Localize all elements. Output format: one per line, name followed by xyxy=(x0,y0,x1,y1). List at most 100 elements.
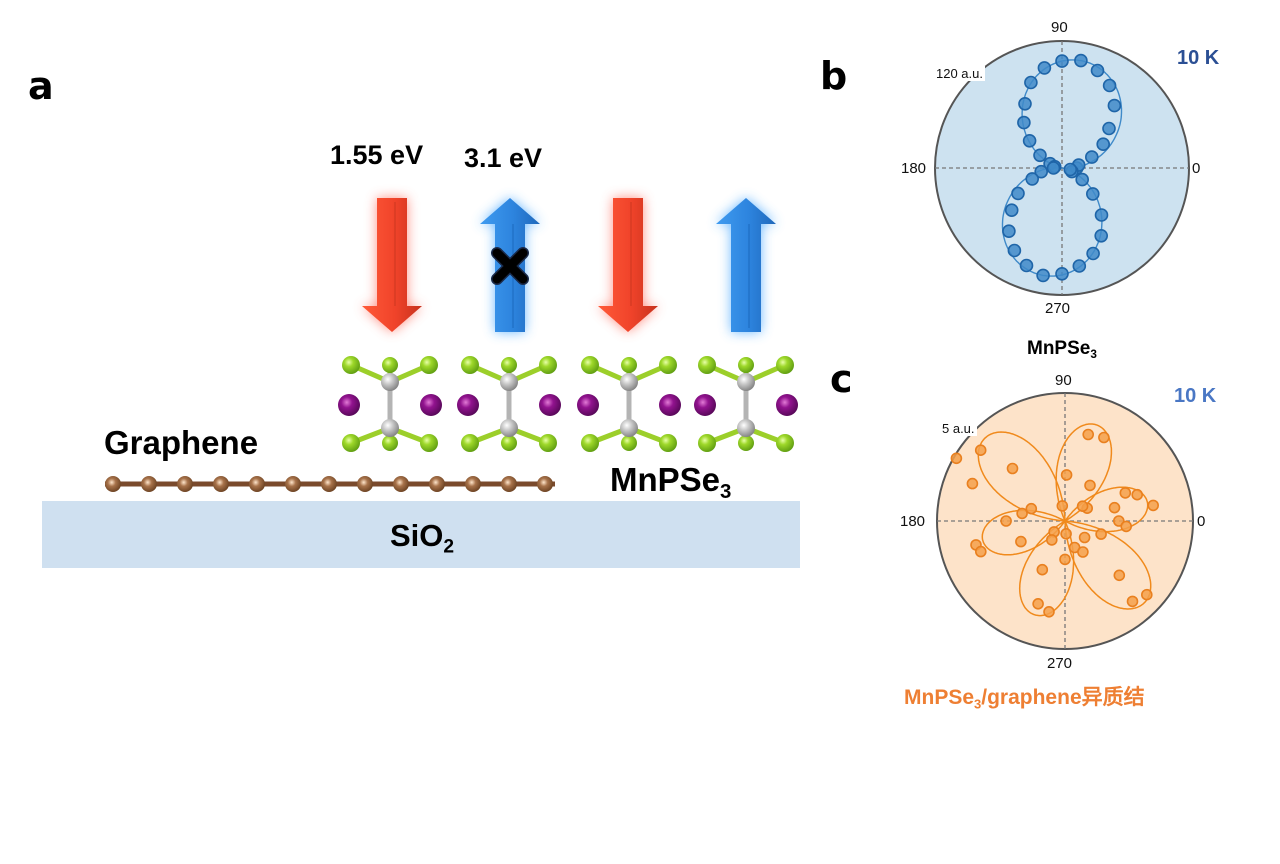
data-point xyxy=(1033,148,1047,163)
graphene-layer xyxy=(105,476,555,492)
se-atom xyxy=(342,434,360,452)
data-point xyxy=(1126,595,1139,608)
data-point xyxy=(1006,462,1019,475)
data-point xyxy=(1131,488,1143,501)
blue-photon-energy-label: 3.1 eV xyxy=(464,143,543,173)
plot-title-b-base: MnPSe xyxy=(1027,338,1091,359)
data-point xyxy=(974,545,987,558)
se-atom xyxy=(621,435,637,451)
mn-atom xyxy=(338,394,360,416)
data-point xyxy=(1060,469,1073,481)
unit-cell xyxy=(457,356,561,452)
se-atom xyxy=(659,356,677,374)
carbon-atom xyxy=(501,476,517,492)
p-atom xyxy=(500,373,518,391)
data-point xyxy=(1108,501,1121,514)
carbon-atom xyxy=(141,476,157,492)
se-atom xyxy=(501,435,517,451)
carbon-atom xyxy=(177,476,193,492)
carbon-atom xyxy=(285,476,301,492)
carbon-atom xyxy=(429,476,445,492)
se-atom xyxy=(342,356,360,374)
p-atom xyxy=(737,373,755,391)
carbon-atom xyxy=(213,476,229,492)
data-point xyxy=(1025,502,1038,515)
data-point xyxy=(1015,535,1027,548)
p-atom xyxy=(620,373,638,391)
data-point xyxy=(1078,531,1091,544)
data-point xyxy=(1011,186,1025,201)
fit-petal-3 xyxy=(977,431,1066,522)
p-atom xyxy=(381,373,399,391)
data-point xyxy=(974,444,987,457)
data-point xyxy=(1017,115,1031,130)
fit-petal-6 xyxy=(1064,520,1152,610)
mn-atom xyxy=(577,394,599,416)
plot-title-b: MnPSe3 xyxy=(1027,338,1097,361)
data-point xyxy=(1096,137,1110,151)
se-atom xyxy=(698,434,716,452)
se-atom xyxy=(539,434,557,452)
temperature-label-b: 10 K xyxy=(1177,47,1220,69)
data-point xyxy=(1095,528,1107,540)
data-point xyxy=(1036,563,1049,576)
data-point xyxy=(1019,258,1034,273)
graphene-label: Graphene xyxy=(104,424,259,461)
mn-atom xyxy=(694,394,716,416)
cross-mark-icon xyxy=(491,247,529,285)
data-point xyxy=(1077,546,1089,558)
data-point xyxy=(1056,500,1069,512)
radial-scale-label-b: 120 a.u. xyxy=(934,66,985,81)
carbon-atom xyxy=(357,476,373,492)
angle-tick-270-b: 270 xyxy=(1045,300,1071,317)
data-point xyxy=(1147,499,1159,512)
se-atom xyxy=(382,435,398,451)
data-point xyxy=(1024,75,1038,90)
data-point xyxy=(1063,162,1078,177)
data-point xyxy=(1046,534,1058,546)
data-point xyxy=(1004,203,1019,217)
plot-title-c: MnPSe3/graphene异质结 xyxy=(904,681,1145,712)
carbon-atom xyxy=(249,476,265,492)
angle-tick-90-c: 90 xyxy=(1055,372,1072,389)
se-atom xyxy=(738,357,754,373)
mn-atom xyxy=(539,394,561,416)
data-point xyxy=(1075,172,1089,187)
mn-atom xyxy=(457,394,479,416)
data-point xyxy=(1016,507,1028,520)
data-point xyxy=(1082,428,1094,441)
sio2-label-base: SiO xyxy=(390,518,444,553)
data-point xyxy=(1059,553,1071,566)
data-point xyxy=(1037,61,1052,75)
data-point xyxy=(1022,134,1037,148)
data-point xyxy=(1000,515,1012,527)
data-point xyxy=(1094,229,1108,243)
blue-arrow-2 xyxy=(480,198,540,332)
fit-petal-5 xyxy=(1018,519,1075,617)
p-atom xyxy=(620,419,638,437)
plot-title-c-subscript: 3 xyxy=(974,696,982,712)
data-point xyxy=(1036,268,1050,283)
se-atom xyxy=(659,434,677,452)
se-atom xyxy=(776,356,794,374)
data-point xyxy=(1086,187,1100,201)
data-point xyxy=(1107,98,1122,113)
se-atom xyxy=(420,434,438,452)
data-point xyxy=(1076,500,1089,513)
data-point xyxy=(1046,161,1061,175)
data-point xyxy=(1002,224,1016,238)
red-arrow-1 xyxy=(362,198,422,332)
se-atom xyxy=(776,434,794,452)
data-point xyxy=(1018,97,1032,111)
fit-petal-2 xyxy=(1055,423,1113,523)
data-point xyxy=(1098,431,1110,444)
se-atom xyxy=(698,356,716,374)
data-point xyxy=(1055,266,1069,281)
sio2-label: SiO2 xyxy=(390,518,454,559)
unit-cell xyxy=(577,356,681,452)
sio2-substrate xyxy=(42,501,800,568)
angle-tick-180-c: 180 xyxy=(900,513,926,530)
data-point xyxy=(1119,487,1132,499)
panel-label-c: c xyxy=(830,357,853,401)
